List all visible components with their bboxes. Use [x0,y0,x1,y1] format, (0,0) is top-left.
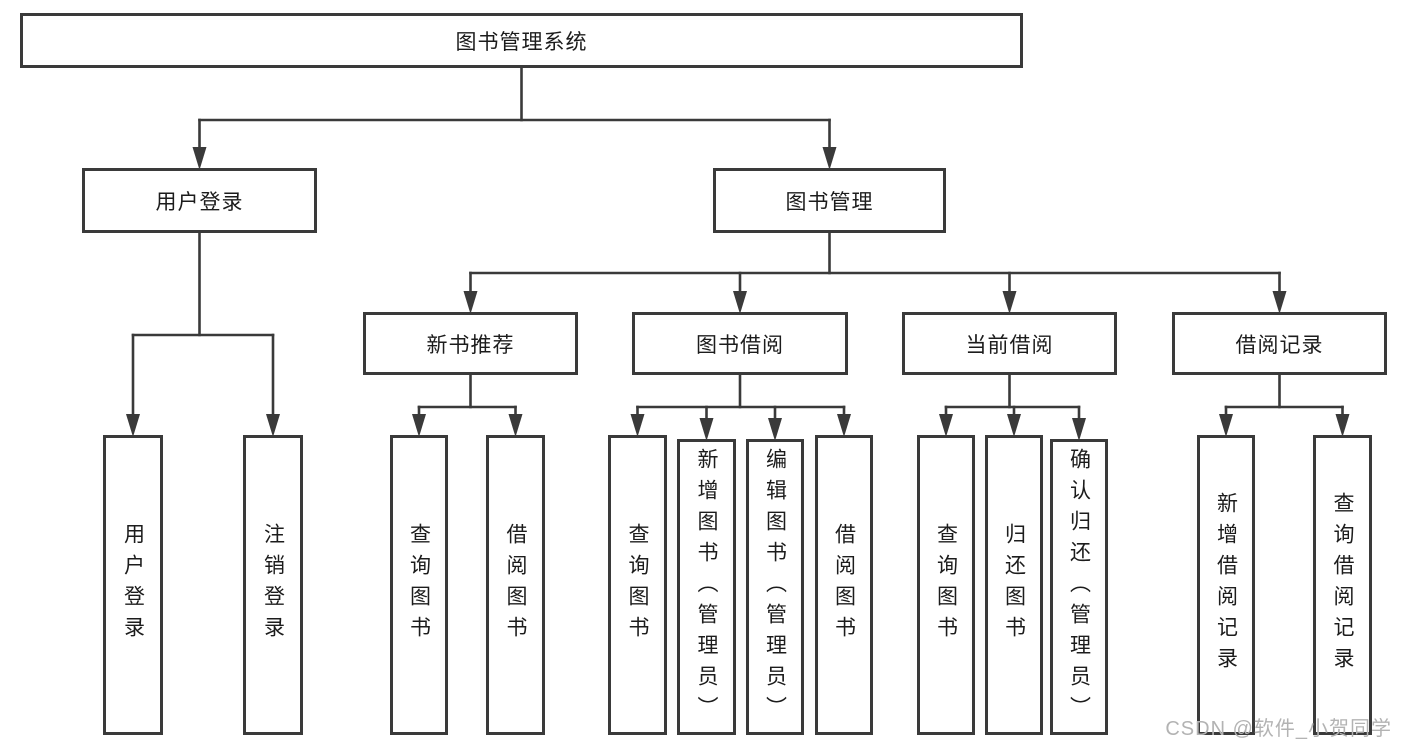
node-borrow-query: 查询图书 [608,435,667,735]
node-newbook: 新书推荐 [363,312,578,375]
node-label-newbook-query: 查询图书 [407,523,431,647]
node-record-add: 新增借阅记录 [1197,435,1255,735]
node-label-record-query: 查询借阅记录 [1331,492,1354,678]
node-current-confirm: 确认归还（管理员） [1050,439,1108,735]
node-login-logout: 注销登录 [243,435,303,735]
node-borrow-edit: 编辑图书（管理员） [746,439,804,735]
node-root: 图书管理系统 [20,13,1023,68]
node-borrow-add: 新增图书（管理员） [677,439,736,735]
node-label-borrow-borrow: 借阅图书 [832,523,856,647]
node-label-borrow-query: 查询图书 [626,523,649,647]
node-label-current-return: 归还图书 [1002,523,1026,647]
node-newbook-query: 查询图书 [390,435,448,735]
node-current-query: 查询图书 [917,435,975,735]
node-label-login: 用户登录 [155,190,244,214]
node-label-mgmt: 图书管理 [785,190,874,214]
node-record: 借阅记录 [1172,312,1387,375]
node-login: 用户登录 [82,168,317,233]
node-mgmt: 图书管理 [713,168,946,233]
node-label-login-logout: 注销登录 [261,523,285,647]
watermark: CSDN @软件_小贺同学 [1165,718,1392,740]
node-record-query: 查询借阅记录 [1313,435,1372,735]
node-label-root: 图书管理系统 [455,30,588,54]
node-label-newbook-borrow: 借阅图书 [504,523,527,647]
node-newbook-borrow: 借阅图书 [486,435,545,735]
node-borrow: 图书借阅 [632,312,848,375]
node-borrow-borrow: 借阅图书 [815,435,873,735]
node-label-borrow-add: 新增图书（管理员） [695,447,718,727]
node-label-current-query: 查询图书 [934,523,958,647]
node-label-current: 当前借阅 [965,333,1054,357]
node-current-return: 归还图书 [985,435,1043,735]
node-label-borrow-edit: 编辑图书（管理员） [763,447,787,727]
node-label-login-user: 用户登录 [121,523,145,647]
node-label-record: 借阅记录 [1235,333,1324,357]
node-label-current-confirm: 确认归还（管理员） [1067,447,1091,727]
node-label-record-add: 新增借阅记录 [1214,492,1238,678]
node-label-borrow: 图书借阅 [696,333,784,357]
node-label-newbook: 新书推荐 [426,333,515,357]
node-current: 当前借阅 [902,312,1117,375]
node-login-user: 用户登录 [103,435,163,735]
